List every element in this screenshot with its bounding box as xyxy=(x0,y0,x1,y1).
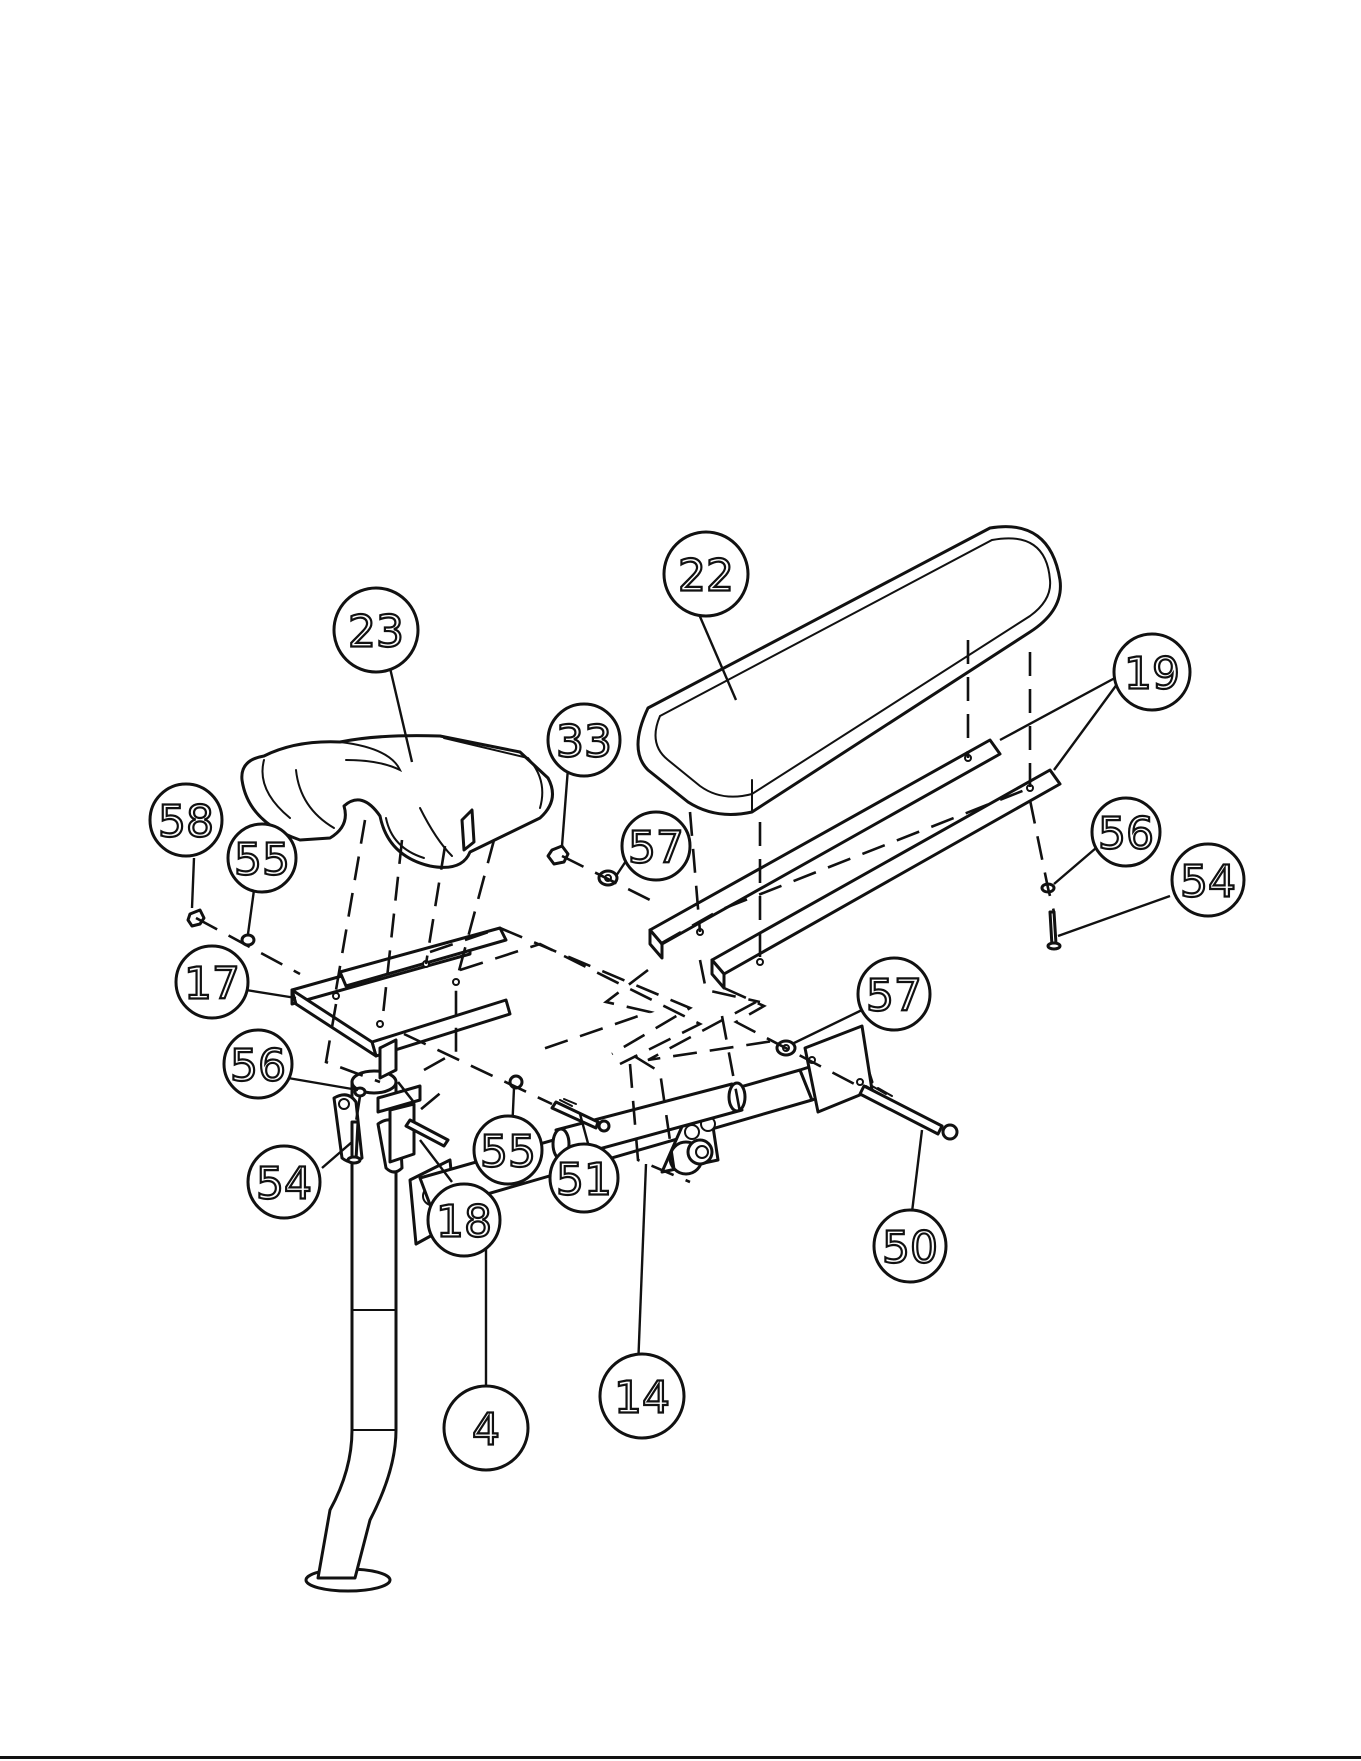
screw-part-54-right xyxy=(1048,912,1060,949)
callout-56-right: 56 xyxy=(1092,798,1160,866)
callout-33: 33 xyxy=(548,704,620,776)
callout-55-upper: 55 xyxy=(228,824,296,892)
callout-54-right: 54 xyxy=(1172,844,1244,916)
callout-33-label: 33 xyxy=(556,717,612,768)
callout-57-upper: 57 xyxy=(622,812,690,880)
callout-54-left: 54 xyxy=(248,1146,320,1218)
frame-upright-part-4 xyxy=(306,1071,456,1591)
callout-4: 4 xyxy=(444,1386,528,1470)
callout-51: 51 xyxy=(550,1144,618,1212)
nut-part-33 xyxy=(548,846,568,864)
callout-55-lower: 55 xyxy=(474,1116,542,1184)
callout-50-label: 50 xyxy=(882,1223,938,1274)
callout-56-left-label: 56 xyxy=(230,1041,286,1092)
callout-22-label: 22 xyxy=(678,551,734,602)
callout-17-label: 17 xyxy=(184,959,240,1010)
callout-50: 50 xyxy=(874,1210,946,1282)
callout-56-left: 56 xyxy=(224,1030,292,1098)
callout-14: 14 xyxy=(600,1354,684,1438)
bolt-part-50 xyxy=(860,1086,957,1139)
callout-58: 58 xyxy=(150,784,222,856)
assembly-guide-lines xyxy=(196,640,1054,1182)
callout-18: 18 xyxy=(428,1184,500,1256)
callout-22: 22 xyxy=(664,532,748,616)
callout-55-upper-label: 55 xyxy=(234,835,290,886)
bottom-border-line xyxy=(0,1756,1361,1759)
callout-4-label: 4 xyxy=(472,1405,500,1456)
callout-58-label: 58 xyxy=(158,797,214,848)
callout-14-label: 14 xyxy=(614,1373,670,1424)
callout-17: 17 xyxy=(176,946,248,1018)
callout-54-right-label: 54 xyxy=(1180,857,1236,908)
callout-56-right-label: 56 xyxy=(1098,809,1154,860)
callout-51-label: 51 xyxy=(556,1155,612,1206)
callout-57-lower: 57 xyxy=(858,958,930,1030)
callout-57-lower-label: 57 xyxy=(866,971,922,1022)
callout-19: 19 xyxy=(1114,634,1190,710)
callout-57-upper-label: 57 xyxy=(628,823,684,874)
seat-frame-part-17 xyxy=(292,928,510,1078)
callout-54-left-label: 54 xyxy=(256,1159,312,1210)
callout-18-label: 18 xyxy=(436,1197,492,1248)
callout-23-label: 23 xyxy=(348,607,404,658)
callout-55-lower-label: 55 xyxy=(480,1127,536,1178)
callout-19-label: 19 xyxy=(1124,649,1180,700)
seat-adjuster-part-18 xyxy=(378,1086,448,1162)
callout-23: 23 xyxy=(334,588,418,672)
